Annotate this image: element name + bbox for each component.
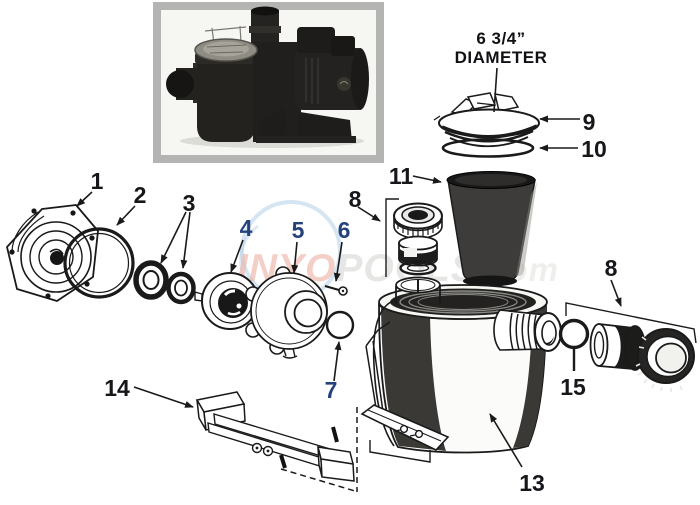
pump-photo: [153, 2, 384, 163]
dimension-label: 6 3/4” DIAMETER: [455, 29, 548, 67]
union-nut-left: [393, 202, 443, 240]
part-label-3: 3: [183, 190, 196, 216]
diameter-leader-line: [493, 67, 498, 113]
part-label-6: 6: [338, 217, 351, 243]
leader-arrow-2: [116, 205, 136, 226]
part-label-9: 9: [583, 109, 596, 135]
part-14-base: [195, 391, 355, 482]
pump-photo-illustration: [166, 6, 369, 143]
leader-arrow-4: [230, 239, 244, 273]
leader-arrow-8-right: [610, 279, 622, 307]
leader-arrow-11: [412, 175, 442, 184]
part-label-5: 5: [292, 217, 305, 243]
leader-arrow-7: [333, 341, 342, 382]
part-5-diffuser: [245, 266, 328, 359]
dimension-caption: DIAMETER: [455, 48, 548, 67]
part-label-8-left: 8: [349, 186, 362, 212]
dimension-value: 6 3/4”: [476, 29, 525, 48]
part-7-diffuser-oring: [325, 310, 355, 340]
part-label-15: 15: [560, 374, 586, 400]
part-13-pump-housing: [360, 276, 562, 463]
part-label-13: 13: [519, 470, 545, 496]
bracket-left: [385, 198, 399, 277]
leader-arrow-5: [291, 241, 299, 274]
part-1-seal-plate: [6, 204, 99, 302]
part-10-lid-oring: [441, 138, 535, 158]
part-2-oring: [63, 227, 135, 299]
part-6-impeller-screw: [324, 284, 348, 296]
part-label-14: 14: [104, 375, 130, 401]
part-15-union-oring: [558, 318, 590, 371]
part-label-10: 10: [581, 136, 607, 162]
part-label-7: 7: [325, 377, 338, 403]
part-11-strainer-basket: [446, 171, 537, 287]
part-8-union-group-right: [558, 302, 697, 392]
part-label-8-right: 8: [605, 255, 618, 281]
part-9-lid: [433, 92, 540, 148]
part-4-impeller: [194, 272, 259, 330]
leader-arrows: [76, 67, 622, 468]
leader-arrow-8-left: [357, 206, 381, 222]
part-number-labels: 1 2 3 4 5 6 7 8 9 10 11 8 13 14 15: [91, 109, 618, 496]
part-3-shaft-seal: [133, 260, 196, 305]
part-8-union-group-left: [385, 198, 443, 277]
dashed-alignment-line: [280, 407, 358, 492]
part-label-4: 4: [240, 215, 253, 241]
part-label-1: 1: [91, 168, 104, 194]
union-adapter-right: [589, 323, 646, 371]
housing-inlet-neck: [395, 276, 441, 304]
leader-arrow-1: [76, 191, 93, 207]
bracket-right: [565, 302, 697, 344]
housing-outlet-port: [493, 309, 562, 352]
housing-support-bracket: [360, 321, 450, 463]
leader-arrow-3b: [180, 211, 191, 269]
union-oring-left: [399, 260, 437, 276]
leader-arrow-13: [489, 413, 523, 468]
part-label-2: 2: [134, 182, 147, 208]
leader-arrow-3a: [160, 211, 187, 264]
part-label-11: 11: [389, 163, 414, 189]
union-nut-right: [635, 328, 695, 392]
leader-arrow-14: [133, 386, 194, 408]
leader-arrow-6: [333, 241, 343, 282]
union-adapter-left: [398, 235, 438, 267]
